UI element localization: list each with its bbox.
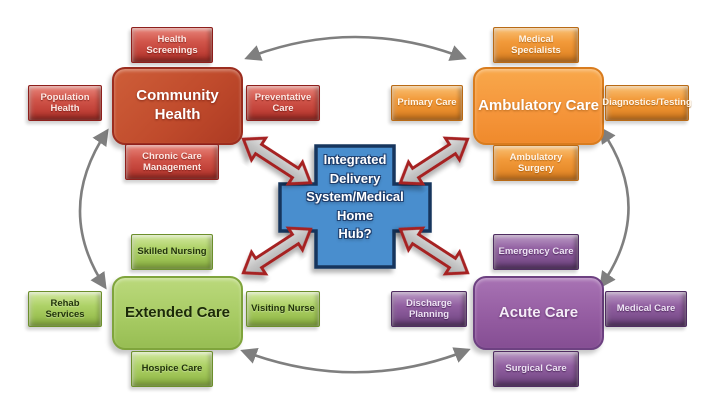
satellite-chronic-care-management: Chronic Care Management [125, 144, 219, 180]
hub-line: Integrated [323, 152, 387, 167]
node-extended-care: Extended Care [112, 276, 243, 350]
node-community-health: Community Health [112, 67, 243, 145]
hub-line: Hub? [338, 226, 372, 242]
satellite-emergency-care: Emergency Care [493, 234, 579, 270]
hub-arrow-ne [398, 136, 470, 186]
satellite-visiting-nurse: Visiting Nurse [246, 291, 320, 327]
satellite-rehab-services: Rehab Services [28, 291, 102, 327]
cycle-arrow-right [599, 126, 630, 289]
satellite-population-health: Population Health [28, 85, 102, 121]
hub-arrow-se [398, 226, 470, 276]
hub-line: Home [336, 207, 374, 223]
satellite-preventative-care: Preventative Care [246, 85, 320, 121]
hub-arrow-nw [241, 136, 313, 186]
hub-cross-shape [278, 144, 432, 269]
satellite-health-screenings: Health Screenings [131, 27, 213, 63]
satellite-skilled-nursing: Skilled Nursing [131, 234, 213, 270]
satellite-surgical-care: Surgical Care [493, 351, 579, 387]
cycle-arrow-top [244, 35, 467, 61]
hub-line: Delivery [329, 170, 381, 186]
node-acute-care: Acute Care [473, 276, 604, 350]
satellite-diagnostics-testing: Diagnostics/Testing [602, 85, 692, 121]
satellite-discharge-planning: Discharge Planning [391, 291, 467, 327]
satellite-hospice-care: Hospice Care [131, 351, 213, 387]
hub-line: System/Medical [306, 189, 404, 205]
node-ambulatory-care: Ambulatory Care [473, 67, 604, 145]
hub-arrow-sw [241, 226, 313, 276]
hub-integrated-delivery-label: Integrated Delivery System/Medical Home … [280, 151, 430, 267]
cycle-arrow-bottom [240, 347, 471, 374]
satellite-medical-care: Medical Care [605, 291, 687, 327]
satellite-ambulatory-surgery: Ambulatory Surgery [493, 145, 579, 181]
cycle-arrow-left [78, 128, 109, 290]
satellite-medical-specialists: Medical Specialists [493, 27, 579, 63]
satellite-primary-care: Primary Care [391, 85, 463, 121]
